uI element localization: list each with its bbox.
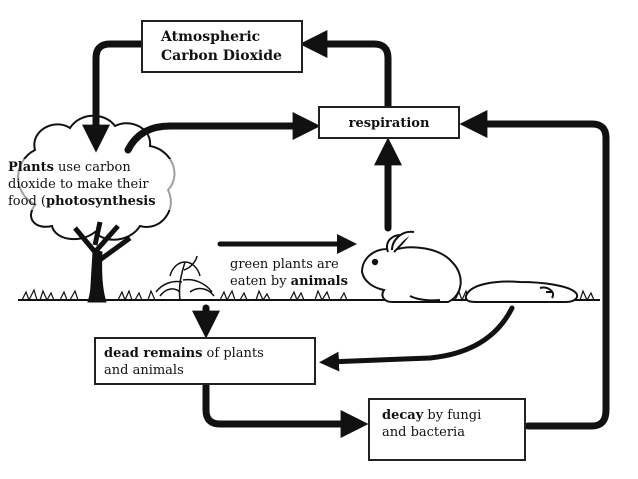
decay-text: by fungi [423,408,482,423]
arrow-atm-to-tree [82,40,145,153]
arrow-resp-to-atm [299,30,392,110]
plants-line3-prefix: food ( [8,194,46,209]
eaten-line2: eaten by animals [230,273,370,290]
dead-line2: and animals [104,363,184,378]
arrow-dead-to-decay [202,382,369,438]
plants-line1: Plants use carbon [8,159,188,176]
small-plant-illustration [155,255,215,301]
animals-bold: animals [290,274,348,289]
decay-box: decay by fungi and bacteria [368,398,526,461]
dead-text: of plants [202,346,264,361]
respiration-box: respiration [318,106,460,139]
dead-rabbit-illustration [464,280,579,303]
photosynthesis-bold: photosynthesis [46,194,156,209]
eaten-by-animals-label: green plants are eaten by animals [230,256,370,290]
photosynthesis-label: Plants use carbon dioxide to make their … [8,159,188,210]
plants-text1: use carbon [53,160,131,175]
plants-line2: dioxide to make their [8,177,149,192]
atmospheric-co2-box: Atmospheric Carbon Dioxide [141,20,303,73]
plants-bold: Plants [8,160,54,175]
plants-line3: food (photosynthesis [8,193,188,210]
decay-bold: decay [382,408,424,423]
respiration-label: respiration [348,116,430,131]
arrow-tree-to-resp [124,112,321,154]
decay-line2: and bacteria [382,425,465,440]
arrow-deadanimal-to-dead [319,305,515,372]
eaten-line1: green plants are [230,257,339,272]
arrow-decay-to-resp [459,110,610,430]
decay-line1: decay by fungi [382,407,524,424]
rabbit-illustration [360,230,462,303]
atmospheric-line1: Atmospheric [161,29,261,45]
dead-remains-bold: dead remains [104,346,203,361]
dead-line1: dead remains of plants [104,345,314,362]
atmospheric-line2: Carbon Dioxide [161,48,282,64]
dead-remains-box: dead remains of plants and animals [94,337,316,385]
eaten-line2-prefix: eaten by [230,274,291,289]
